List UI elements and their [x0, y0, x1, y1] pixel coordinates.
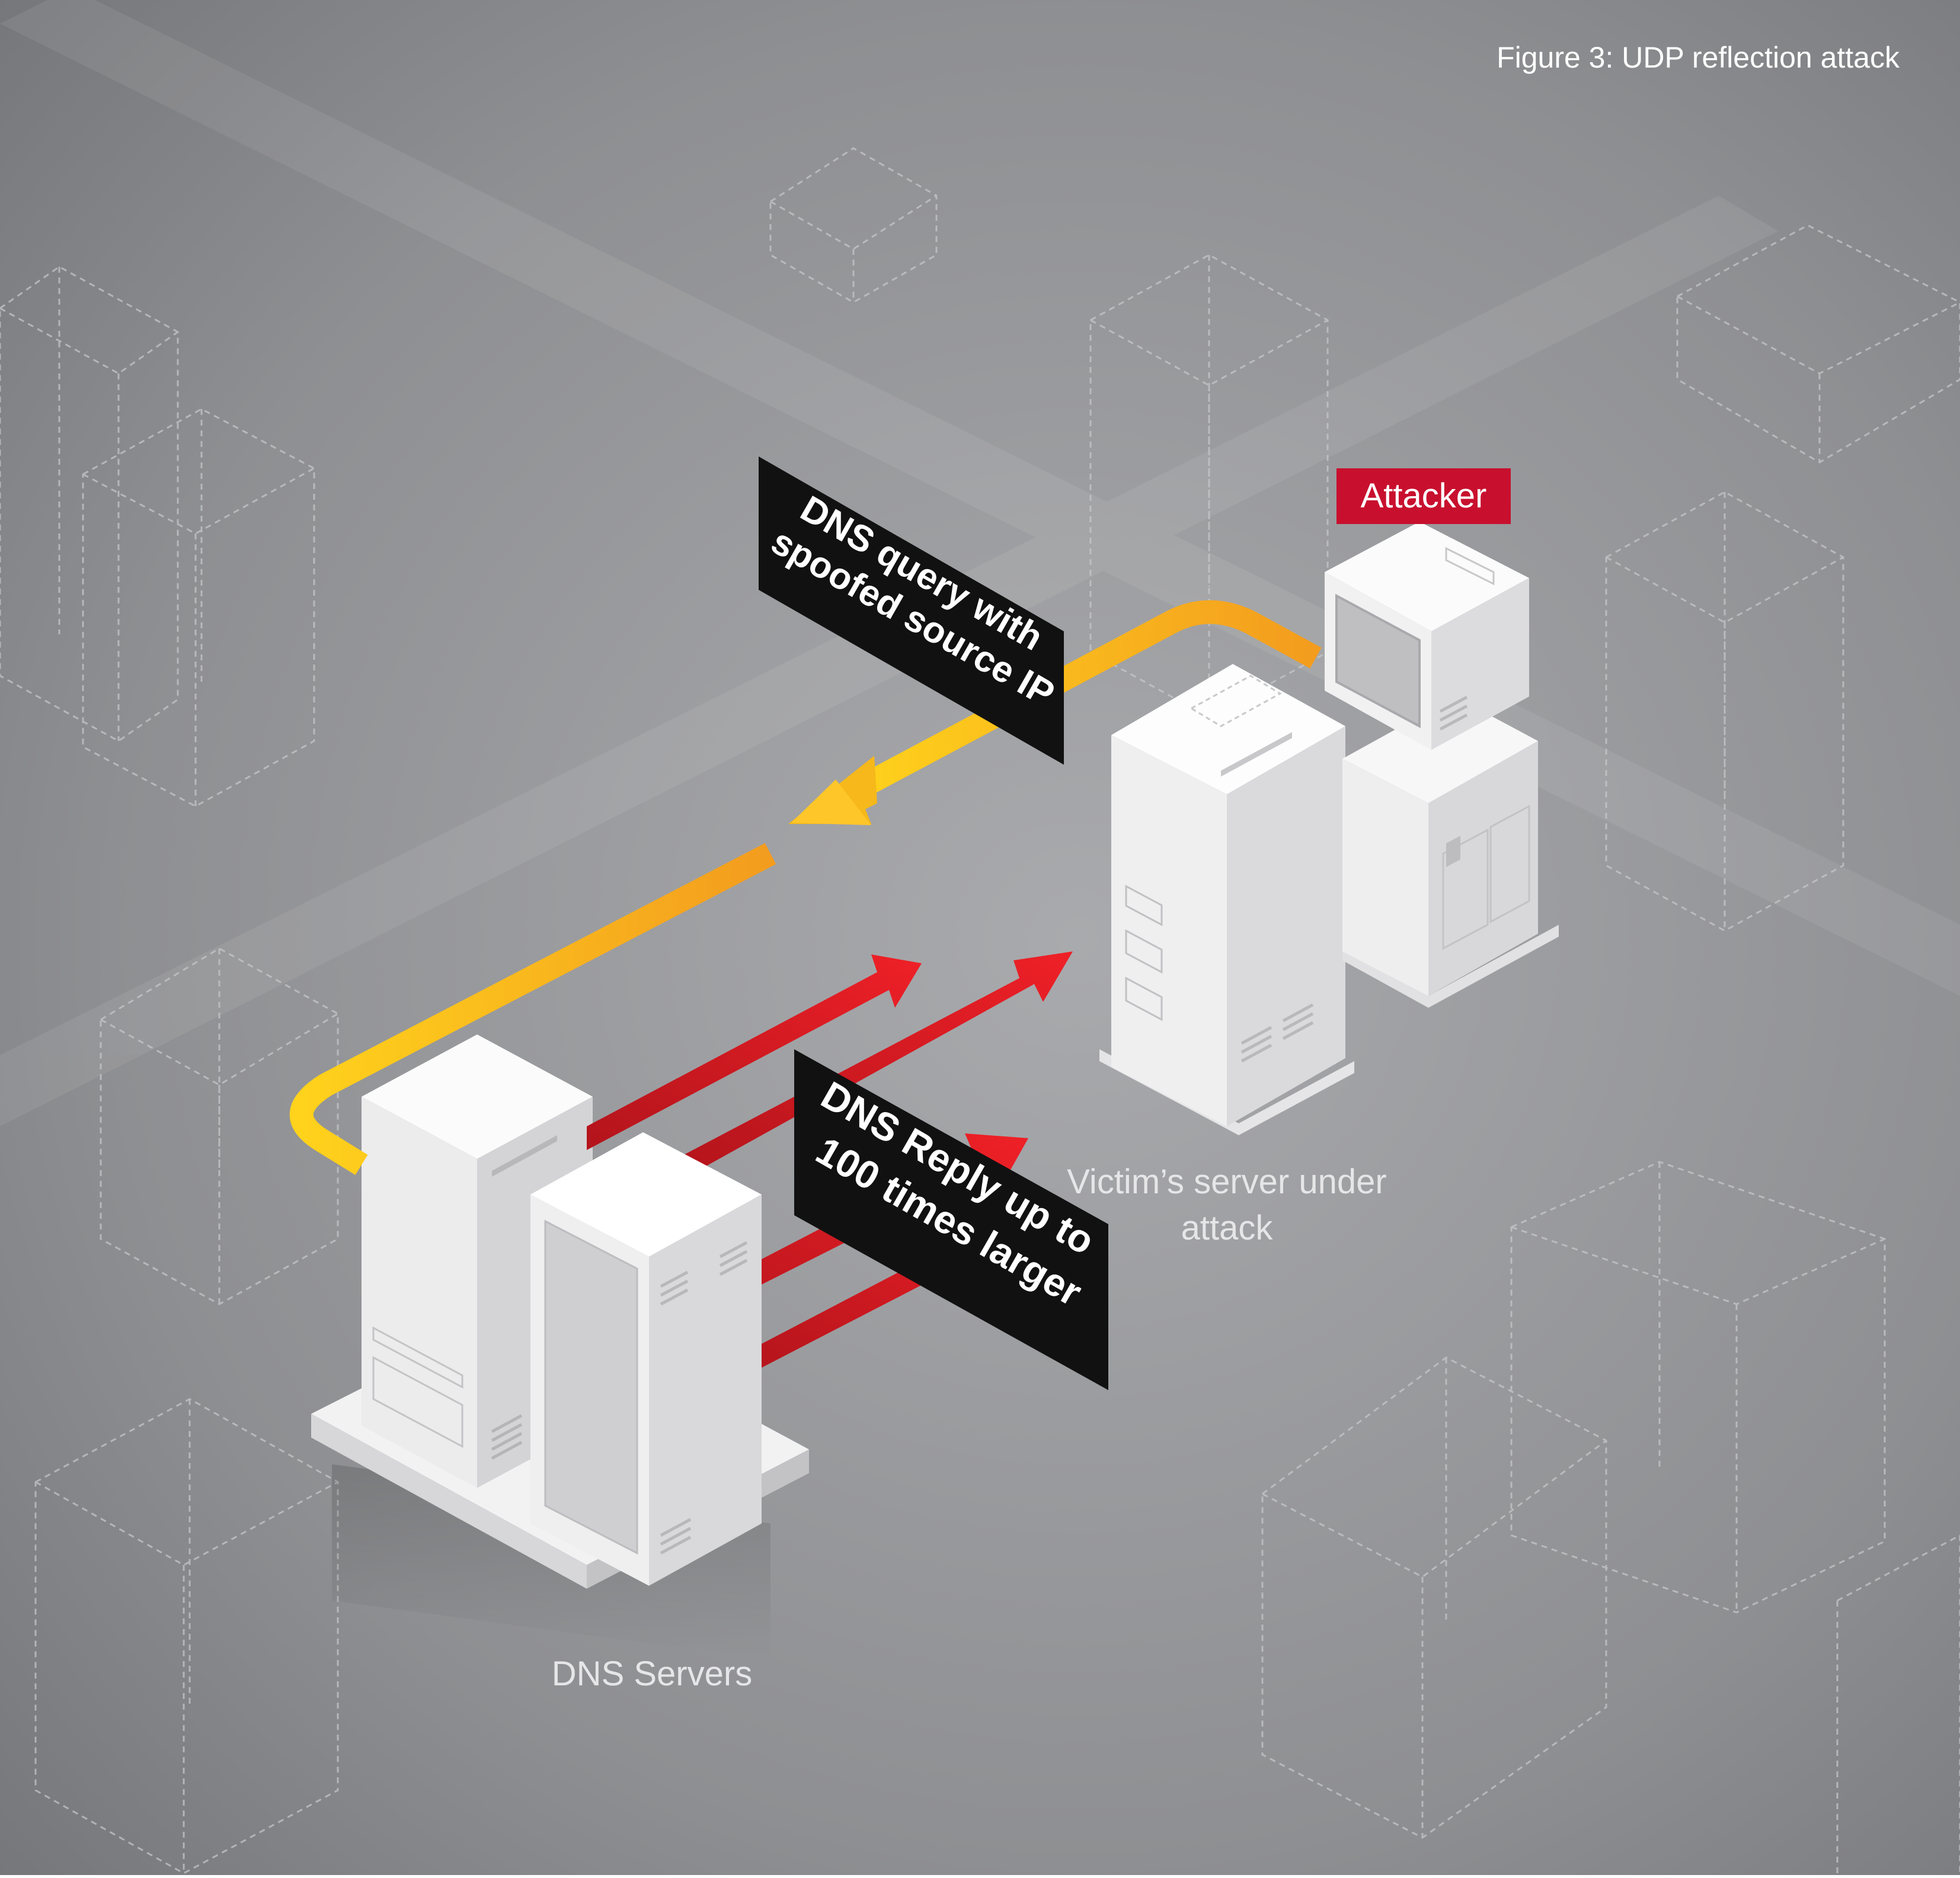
figure-title: Figure 3: UDP reflection attack [1497, 41, 1900, 74]
attacker-screen [1335, 593, 1421, 729]
attacker-computer [1325, 522, 1559, 1008]
wireframe-box-top-center [769, 147, 938, 304]
query-arrow-lower [289, 843, 776, 1176]
attacker-label: Attacker [1336, 468, 1511, 524]
wireframe-box-left-mid [82, 408, 315, 807]
wireframe-box-bottom-left-mid [100, 947, 339, 1305]
dns-platform-front [311, 1414, 587, 1589]
query-arrow-upper [848, 600, 1322, 802]
wireframe-box-top-right [1676, 224, 1960, 464]
wireframe-box-bottom-right [1261, 1356, 1607, 1839]
wireframe-box-left-tall [0, 266, 179, 742]
victim-server [1099, 664, 1354, 1135]
query-arrows [289, 600, 1322, 1176]
reply-arrow-1 [587, 954, 922, 1150]
victim-server-label: Victim’s server under attack [1067, 1162, 1387, 1247]
wireframe-box-right-mid [1605, 491, 1844, 932]
reply-arrow-2 [682, 951, 1073, 1180]
wireframe-box-low-left [34, 1398, 339, 1874]
wireframe-boxes [0, 147, 1960, 1875]
dns-server-front [530, 1132, 762, 1586]
dns-servers-label: DNS Servers [551, 1655, 753, 1693]
wireframe-box-right-low [1510, 1161, 1886, 1614]
dns-glass-door [544, 1219, 638, 1555]
wireframe-box-far-right [1836, 1534, 1960, 1875]
